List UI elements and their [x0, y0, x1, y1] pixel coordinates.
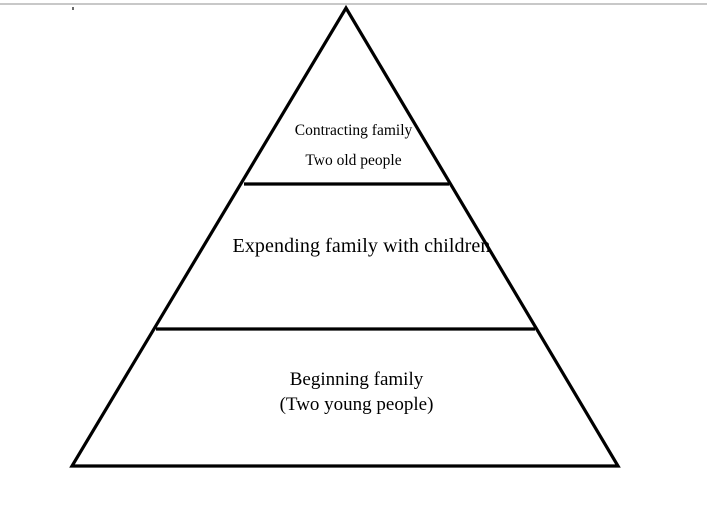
- tier-base-line-2: (Two young people): [279, 394, 434, 415]
- tier-label-apex: Contracting family Two old people: [0, 123, 707, 168]
- tier-label-base: Beginning family (Two young people): [0, 370, 707, 414]
- tier-base-line-1: Beginning family: [289, 369, 424, 390]
- tier-label-middle: Expending family with children: [0, 236, 707, 256]
- pyramid-outline: [69, 4, 621, 468]
- stray-dot-mark: [72, 7, 74, 10]
- tier-apex-line-2: Two old people: [305, 151, 402, 169]
- tier-apex-line-1: Contracting family: [294, 122, 413, 139]
- tier-middle-line-1: Expending family with children: [232, 235, 491, 257]
- top-horizontal-rule: [0, 3, 707, 5]
